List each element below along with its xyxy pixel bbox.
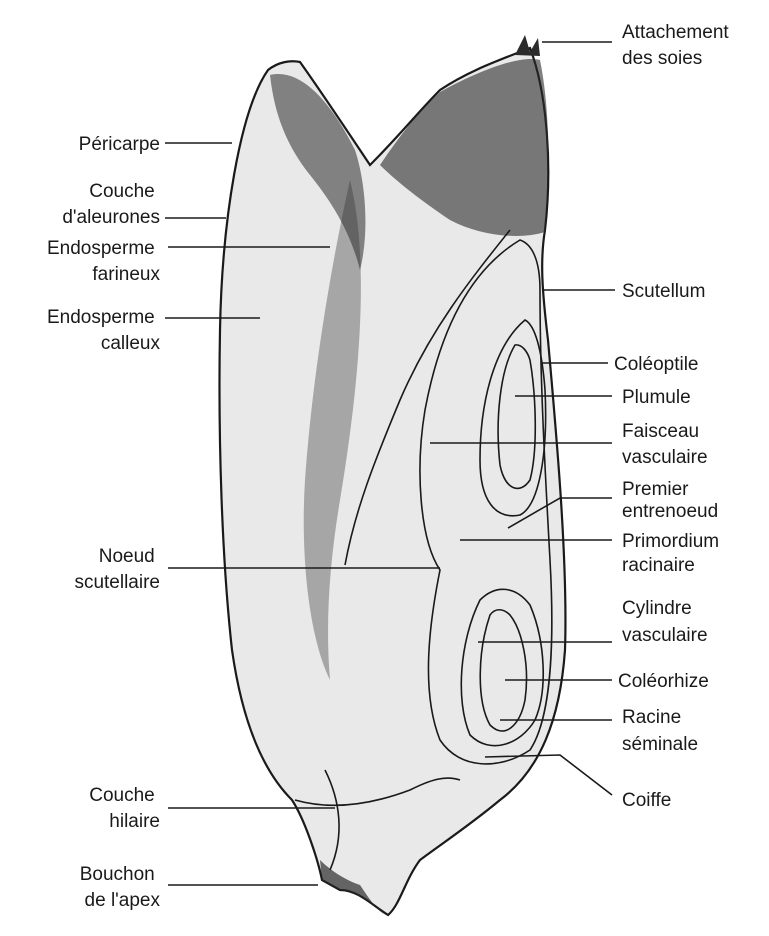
label-attachement: Attachement des soies [622, 22, 734, 69]
label-coleoptile: Coléoptile [614, 354, 699, 375]
bristles [515, 35, 540, 56]
label-racine-seminale: Racine séminale [622, 707, 698, 755]
label-premier-entrenoeud: Premier entrenoeud [622, 479, 718, 522]
label-coiffe: Coiffe [622, 790, 671, 811]
label-coleorhize: Coléorhize [618, 671, 709, 692]
label-cylindre-vasculaire: Cylindre vasculaire [622, 598, 708, 646]
label-primordium-racinaire: Primordium racinaire [622, 531, 724, 576]
label-faisceau-vasculaire: Faisceau vasculaire [622, 421, 708, 468]
grain-body [220, 35, 566, 915]
label-pericarpe: Péricarpe [79, 134, 160, 155]
label-endosperme-farineux: Endosperme farineux [47, 238, 161, 285]
label-couche-aleurones: Couche d'aleurones [62, 181, 160, 228]
label-endosperme-calleux: Endosperme calleux [47, 307, 161, 354]
label-couche-hilaire: Couche hilaire [89, 785, 160, 832]
label-bouchon-apex: Bouchon de l'apex [80, 864, 161, 911]
label-noeud-scutellaire: Noeud scutellaire [74, 546, 160, 593]
label-scutellum: Scutellum [622, 281, 705, 302]
label-plumule: Plumule [622, 387, 691, 408]
